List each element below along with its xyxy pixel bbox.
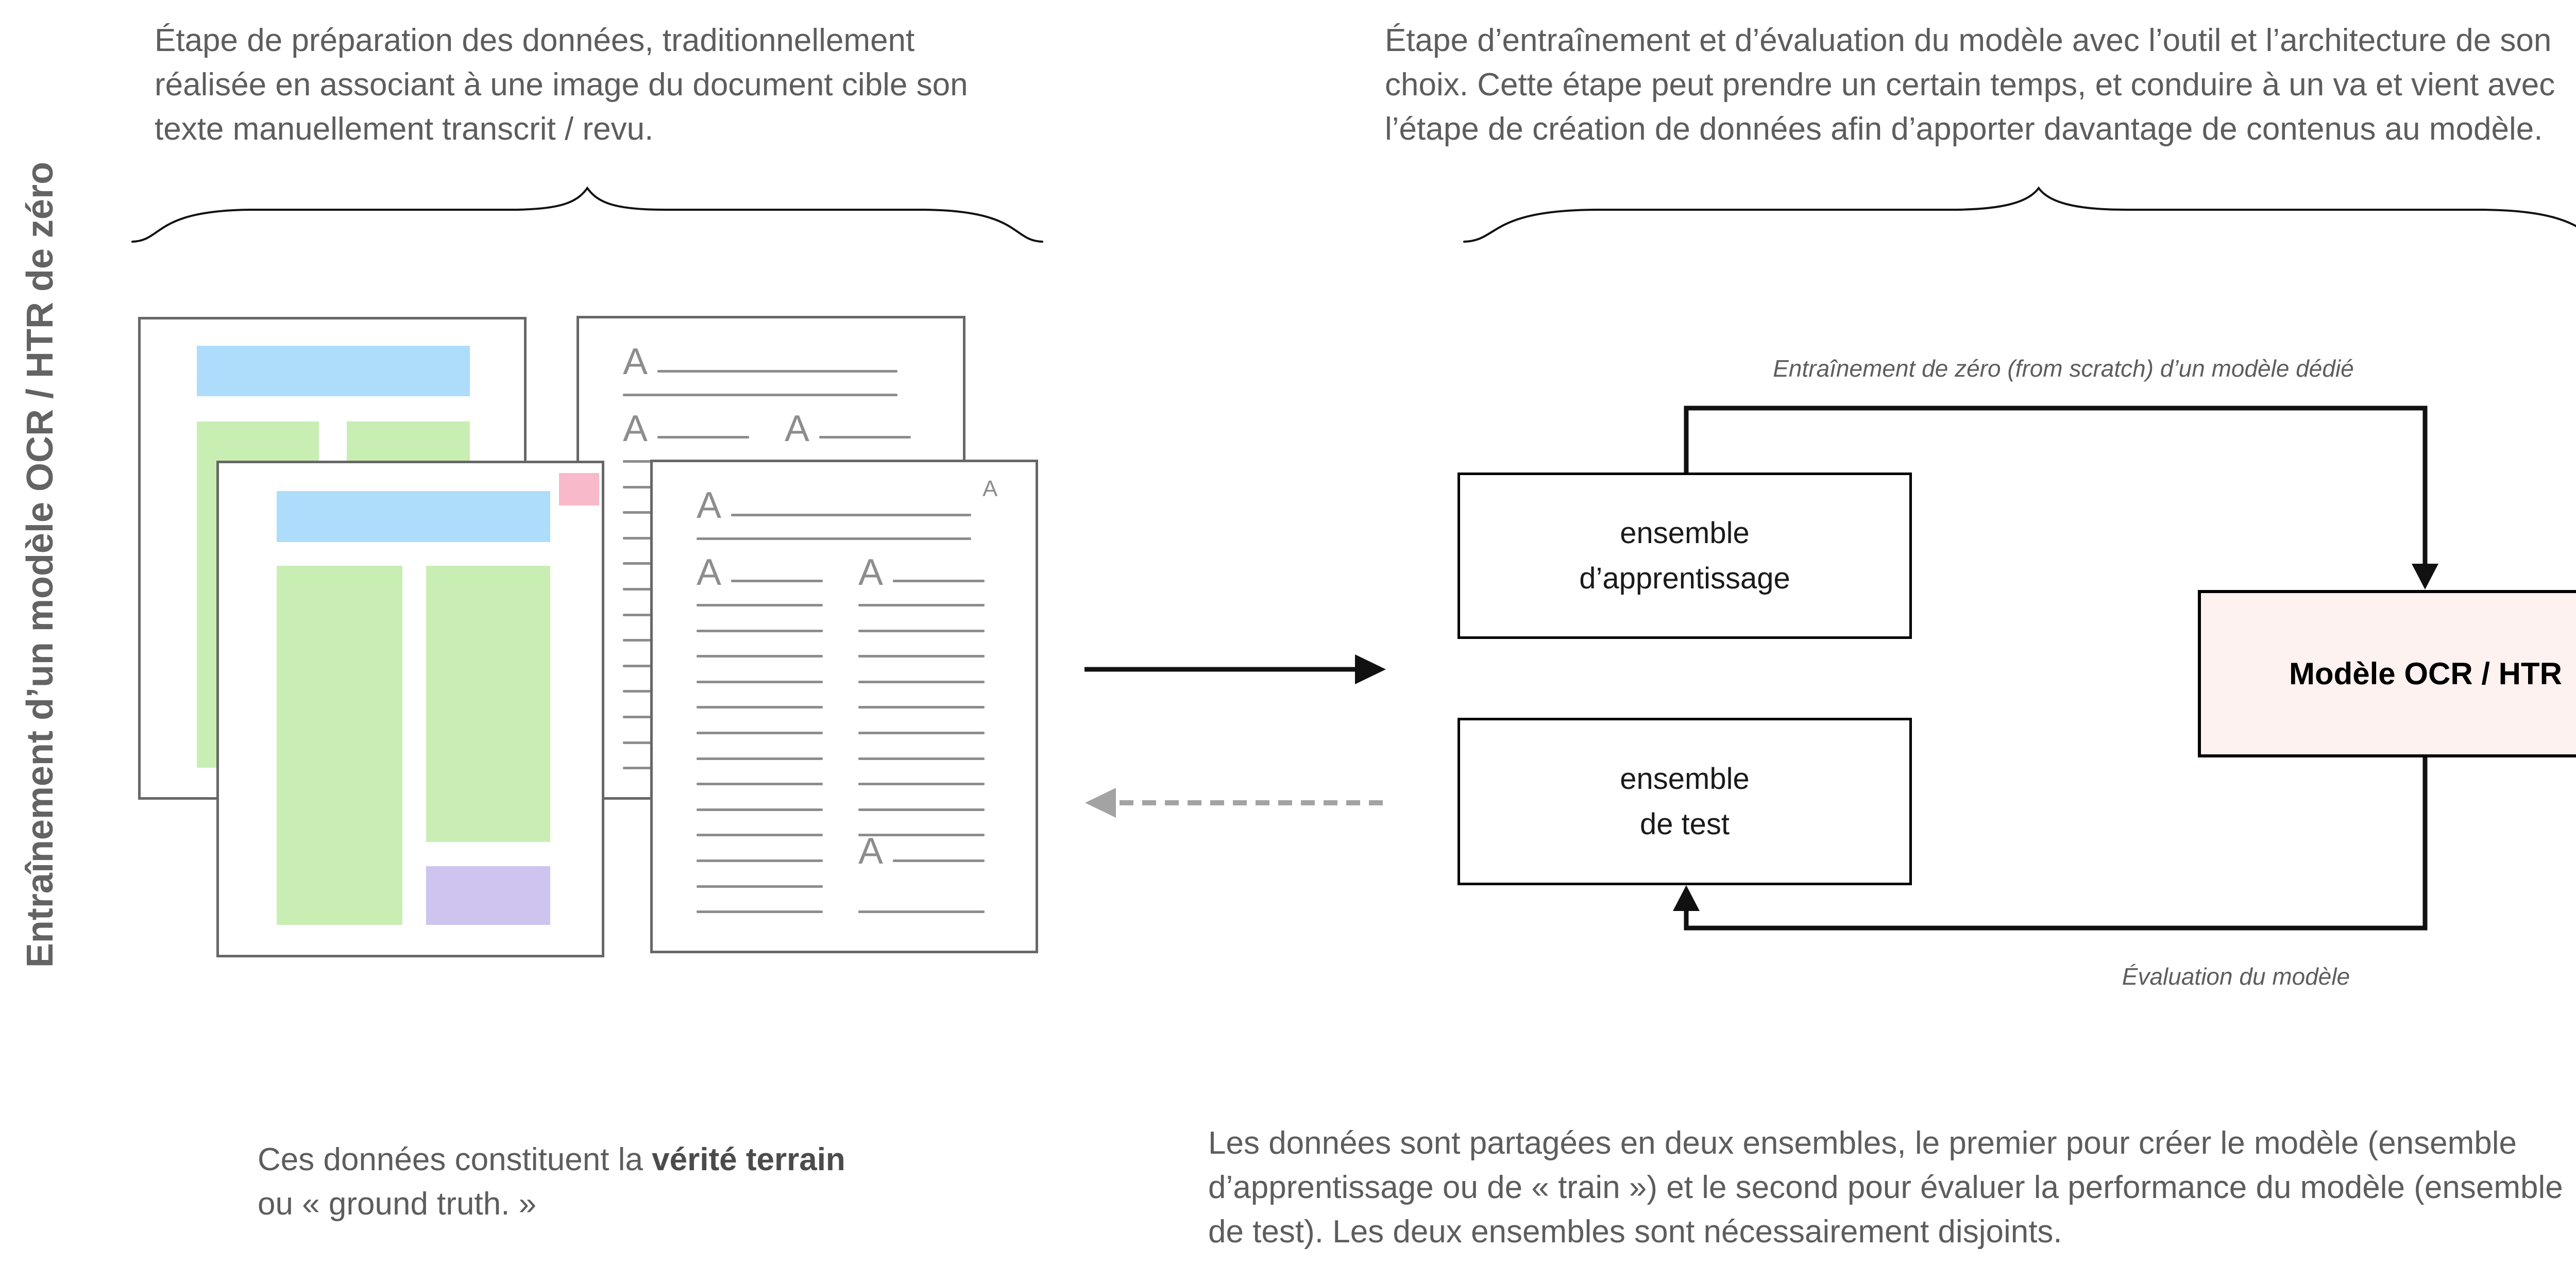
text-run: Étape de préparation des données, tradit… xyxy=(155,23,915,58)
paragraph-line: d’apprentissage ou de « train ») et le s… xyxy=(1208,1166,2563,1210)
letter-a-glyph: A xyxy=(982,476,998,501)
page-text-line xyxy=(697,808,823,811)
brace-middle-icon xyxy=(1463,186,2576,243)
page-text-line xyxy=(858,681,985,683)
text-run: de test). Les deux ensembles sont nécess… xyxy=(1208,1214,2062,1250)
paragraph-line: Les données sont partagées en deux ensem… xyxy=(1208,1121,2563,1166)
letter-a-glyph: A xyxy=(785,408,810,449)
page-text-line xyxy=(697,706,823,709)
page-text-line xyxy=(819,436,911,438)
dashed-arrow-left-icon xyxy=(1085,788,1383,818)
page-text-line xyxy=(657,370,897,373)
page-text-line xyxy=(697,859,823,862)
text-run: Les données sont partagées en deux ensem… xyxy=(1208,1125,2517,1161)
paragraph-line: Étape d’entraînement et d’évaluation du … xyxy=(1385,19,2555,63)
paragraph-line: texte manuellement transcrit / revu. xyxy=(155,107,968,151)
train-set-box: ensemble d’apprentissage xyxy=(1458,473,1912,639)
paragraph-data-preparation: Étape de préparation des données, tradit… xyxy=(155,19,968,151)
page-text-line xyxy=(731,580,823,582)
page-text-line xyxy=(858,630,985,632)
document-page-layout-front xyxy=(216,461,604,957)
page-text-line xyxy=(858,834,985,836)
letter-a-glyph: A xyxy=(858,831,884,872)
text-run: réalisée en associant à une image du doc… xyxy=(155,67,968,103)
page-text-line xyxy=(697,910,823,913)
text-run: ou « ground truth. » xyxy=(258,1186,537,1222)
page-text-line xyxy=(858,783,985,785)
paragraph-data-split: Les données sont partagées en deux ensem… xyxy=(1208,1121,2563,1254)
page-text-line xyxy=(657,436,749,438)
letter-a-glyph: A xyxy=(858,552,884,593)
text-run: d’apprentissage ou de « train ») et le s… xyxy=(1208,1170,2563,1205)
page-text-line xyxy=(697,537,971,540)
page-text-line xyxy=(697,834,823,836)
letter-a-glyph: A xyxy=(623,408,648,449)
green-column-right xyxy=(426,566,550,842)
page-text-line xyxy=(697,885,823,888)
train-flow-label: Entraînement de zéro (from scratch) d’un… xyxy=(1773,355,2354,382)
paragraph-line: ou « ground truth. » xyxy=(258,1182,845,1226)
train-set-label-line2: d’apprentissage xyxy=(1579,561,1790,595)
page-text-line xyxy=(858,732,985,734)
text-run: choix. Cette étape peut prendre un certa… xyxy=(1385,67,2555,103)
pink-block xyxy=(559,473,599,505)
brace-left-icon xyxy=(131,186,1043,243)
page-text-line xyxy=(858,706,985,709)
page-text-line xyxy=(893,859,985,862)
page-text-line xyxy=(697,604,823,606)
test-set-label-line2: de test xyxy=(1639,807,1730,841)
page-text-line xyxy=(858,655,985,657)
page-text-line xyxy=(697,757,823,760)
purple-block xyxy=(426,866,550,925)
model-box: Modèle OCR / HTR xyxy=(2198,590,2576,757)
test-set-box: ensemble de test xyxy=(1458,718,1912,885)
page-text-line xyxy=(697,630,823,632)
page-text-line xyxy=(858,604,985,606)
paragraph-line: choix. Cette étape peut prendre un certa… xyxy=(1385,63,2555,107)
paragraph-training-evaluation: Étape d’entraînement et d’évaluation du … xyxy=(1385,19,2555,151)
text-run: Étape d’entraînement et d’évaluation du … xyxy=(1385,23,2552,58)
text-run: vérité terrain xyxy=(652,1142,845,1177)
brace-middle-path xyxy=(1463,186,2576,243)
page-text-line xyxy=(858,910,985,913)
page-text-line xyxy=(697,783,823,785)
page-text-line xyxy=(858,808,985,811)
paragraph-line: Étape de préparation des données, tradit… xyxy=(155,19,968,63)
text-run: l’étape de création de données afin d’ap… xyxy=(1385,111,2543,147)
paragraph-line: réalisée en associant à une image du doc… xyxy=(155,63,968,107)
train-set-label-line1: ensemble xyxy=(1620,516,1750,550)
page-text-line xyxy=(697,681,823,683)
page-text-line xyxy=(623,394,897,396)
text-run: texte manuellement transcrit / revu. xyxy=(155,111,654,147)
paragraph-line: l’étape de création de données afin d’ap… xyxy=(1385,107,2555,151)
eval-flow-label: Évaluation du modèle xyxy=(2122,963,2350,990)
model-box-label: Modèle OCR / HTR xyxy=(2289,656,2562,691)
blue-title-block xyxy=(277,491,550,542)
paragraph-line: de test). Les deux ensembles sont nécess… xyxy=(1208,1210,2563,1254)
page-text-line xyxy=(697,655,823,657)
paragraph-ground-truth: Ces données constituent la vérité terrai… xyxy=(258,1138,845,1226)
blue-title-block xyxy=(197,346,470,396)
green-column-left xyxy=(277,566,402,925)
eval-flow-arrow xyxy=(1673,757,2428,931)
arrow-right-icon xyxy=(1084,654,1386,684)
letter-a-glyph: A xyxy=(697,552,722,593)
page-text-line xyxy=(731,514,971,516)
test-set-label-line1: ensemble xyxy=(1620,762,1750,796)
page-text-line xyxy=(858,757,985,760)
brace-left-path xyxy=(131,186,1043,243)
letter-a-glyph: A xyxy=(697,485,722,526)
page-text-line xyxy=(893,580,985,582)
train-flow-arrow xyxy=(1684,406,2438,589)
letter-a-glyph: A xyxy=(623,341,648,382)
paragraph-line: Ces données constituent la vérité terrai… xyxy=(258,1138,845,1182)
text-run: Ces données constituent la xyxy=(258,1142,652,1177)
page-text-line xyxy=(697,732,823,734)
